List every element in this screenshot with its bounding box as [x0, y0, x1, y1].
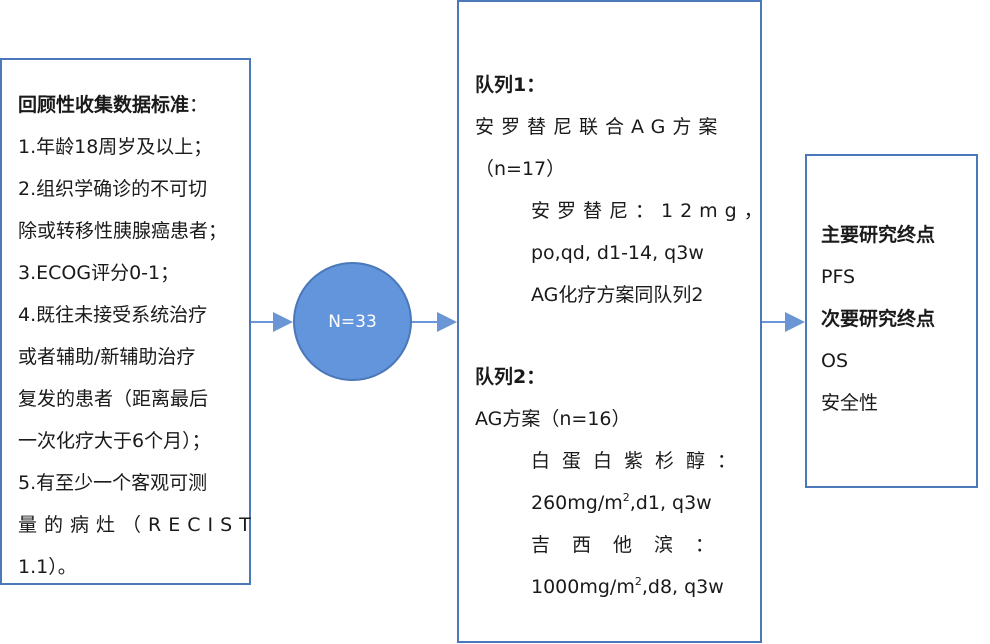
criteria-line: 4.既往未接受系统治疗	[18, 304, 208, 326]
criteria-heading: 回顾性收集数据标准：	[18, 94, 209, 116]
sample-size-circle: N=33	[293, 262, 412, 381]
sample-size-label: N=33	[328, 311, 377, 332]
criteria-line: 量的病灶（RECIST	[18, 514, 258, 536]
secondary-endpoint-title: 次要研究终点	[821, 308, 936, 330]
cohort1-drug1-schedule: po,qd, d1-14, q3w	[531, 242, 704, 264]
cohort2-drug2: 吉西他滨：	[531, 534, 737, 556]
cohort1-regimen: 安罗替尼联合AG方案	[475, 116, 725, 138]
cohort2-title: 队列2：	[475, 366, 546, 388]
inclusion-criteria-box: 回顾性收集数据标准： 1.年龄18周岁及以上； 2.组织学确诊的不可切 除或转移…	[0, 58, 251, 585]
cohort1-title: 队列1：	[475, 74, 546, 96]
criteria-line: 5.有至少一个客观可测	[18, 472, 208, 494]
criteria-line: 一次化疗大于6个月）；	[18, 430, 211, 452]
cohort2-drug1: 白蛋白紫杉醇：	[531, 450, 749, 472]
primary-endpoint: PFS	[821, 266, 856, 288]
primary-endpoint-title: 主要研究终点	[821, 224, 936, 246]
cohort2-drug2-dose: 1000mg/m2,d8, q3w	[531, 575, 724, 598]
criteria-line: 复发的患者（距离最后	[18, 388, 209, 410]
criteria-line: 或者辅助/新辅助治疗	[18, 346, 196, 368]
secondary-endpoint: 安全性	[821, 392, 879, 414]
criteria-line: 除或转移性胰腺癌患者；	[18, 220, 228, 242]
cohort2-drug1-dose: 260mg/m2,d1, q3w	[531, 491, 712, 514]
cohort1-drug2: AG化疗方案同队列2	[531, 284, 704, 306]
criteria-line: 2.组织学确诊的不可切	[18, 178, 208, 200]
cohort1-n: （n=17）	[475, 158, 566, 180]
cohort1-drug1: 安罗替尼：12mg，	[531, 200, 770, 222]
cohort2-regimen: AG方案（n=16）	[475, 408, 631, 430]
criteria-line: 1.1）。	[18, 556, 77, 578]
cohorts-box: 队列1： 安罗替尼联合AG方案 （n=17） 安罗替尼：12mg， po,qd,…	[457, 0, 770, 643]
secondary-endpoint: OS	[821, 350, 849, 372]
criteria-line: 3.ECOG评分0-1；	[18, 262, 180, 284]
criteria-line: 1.年龄18周岁及以上；	[18, 136, 213, 158]
endpoints-box: 主要研究终点 PFS 次要研究终点 OS 安全性	[805, 154, 978, 488]
